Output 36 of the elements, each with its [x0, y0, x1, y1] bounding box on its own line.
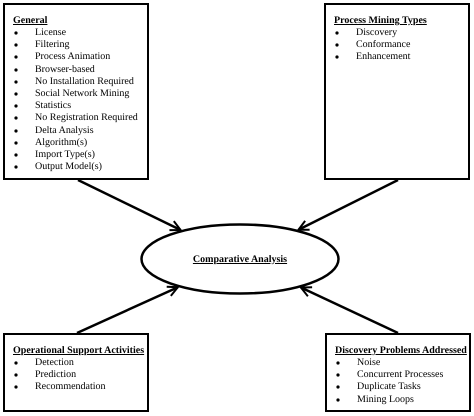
- box-heading: Operational Support Activities: [13, 345, 143, 357]
- bullet-item: Statistics: [35, 100, 72, 112]
- bullet-item: Mining Loops: [357, 394, 414, 405]
- bullet-item: Filtering: [35, 39, 70, 50]
- arrow: [297, 178, 399, 231]
- bullet-item: Concurrent Processes: [357, 369, 444, 380]
- category-box: [3, 3, 149, 180]
- bullet-item: Import Type(s): [35, 148, 95, 160]
- arrow: [300, 286, 399, 334]
- box-heading: Discovery Problems Addressed: [335, 345, 465, 357]
- bullet-item: Algorithm(s): [35, 136, 88, 148]
- bullet-item: No Installation Required: [35, 76, 134, 87]
- bullet-item: Enhancement: [356, 51, 410, 62]
- bullet-item: Detection: [35, 357, 74, 368]
- arrow: [77, 178, 182, 232]
- category-box: [324, 3, 470, 180]
- box-heading: General: [13, 15, 48, 27]
- bullet-item: Noise: [357, 357, 380, 368]
- bullet-item: Delta Analysis: [35, 124, 94, 136]
- bullet-item: Output Model(s): [35, 161, 102, 172]
- bullet-item: Prediction: [35, 369, 76, 380]
- category-box: [3, 333, 149, 412]
- bullet-item: Discovery: [356, 27, 398, 38]
- bullet-item: Process Animation: [35, 51, 110, 62]
- bullet-item: No Registration Required: [35, 112, 138, 124]
- arrow: [76, 286, 179, 334]
- analysis-ellipse: [140, 223, 340, 295]
- bullet-item: Social Network Mining: [35, 88, 130, 99]
- bullet-item: Browser-based: [35, 64, 95, 75]
- bullet-item: License: [35, 27, 66, 38]
- bullet-item: Duplicate Tasks: [357, 381, 421, 392]
- bullet-item: Recommendation: [35, 381, 106, 392]
- bullet-item: Conformance: [356, 39, 410, 50]
- box-heading: Process Mining Types: [334, 15, 428, 27]
- category-box: [325, 333, 471, 412]
- ellipse-title: Comparative Analysis: [192, 254, 288, 264]
